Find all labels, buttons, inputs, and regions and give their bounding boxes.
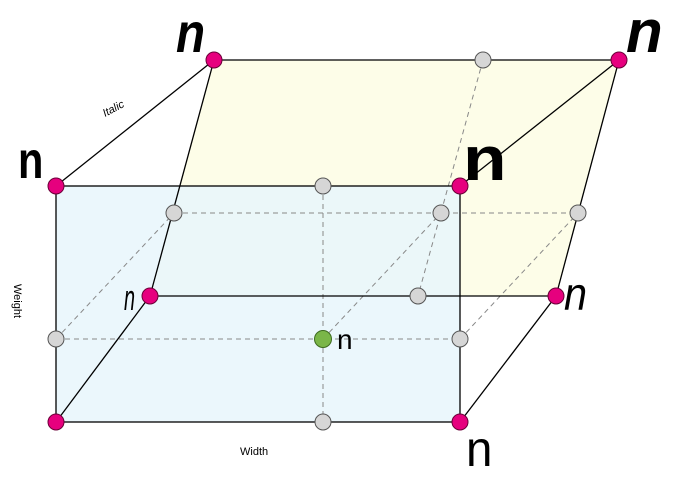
glyph-light-wide: n bbox=[466, 422, 492, 477]
glyph-light-condensed-italic: n bbox=[124, 279, 135, 319]
mid-point-front-left bbox=[47, 330, 65, 348]
cube-edges bbox=[55, 59, 620, 423]
glyph-bold-condensed-italic: n bbox=[176, 2, 205, 64]
corner-point-light-condensed bbox=[47, 413, 65, 431]
upright-face bbox=[56, 186, 460, 422]
center-point bbox=[314, 330, 332, 348]
glyph-bold-wide: n bbox=[463, 125, 507, 194]
corner-points bbox=[47, 51, 628, 431]
weight-axis-label: Weight bbox=[11, 284, 23, 318]
guide-lines bbox=[55, 59, 579, 422]
mid-point-back-bottom bbox=[409, 287, 427, 305]
glyph-light-wide-italic: n bbox=[564, 269, 587, 321]
glyph-center: n bbox=[337, 324, 353, 355]
width-axis-label: Width bbox=[240, 446, 268, 458]
mid-point-back-top bbox=[474, 51, 492, 69]
mid-point-back-upper-left bbox=[165, 204, 183, 222]
mid-point-front-top bbox=[314, 177, 332, 195]
corner-point-bold-condensed-italic bbox=[205, 51, 223, 69]
mid-point-front-bottom bbox=[314, 413, 332, 431]
corner-point-light-wide bbox=[451, 413, 469, 431]
mid-point-front-right bbox=[451, 330, 469, 348]
mid-point-back-upper-right bbox=[569, 204, 587, 222]
corner-point-bold-wide-italic bbox=[610, 51, 628, 69]
corner-point-light-condensed-italic bbox=[141, 287, 159, 305]
mid-points bbox=[47, 51, 587, 431]
glyph-bold-wide-italic: n bbox=[626, 0, 663, 65]
mid-point-inner-upper bbox=[432, 204, 450, 222]
italic-axis-label: Italic bbox=[101, 98, 127, 119]
corner-point-light-wide-italic bbox=[547, 287, 565, 305]
corner-point-bold-condensed bbox=[47, 177, 65, 195]
glyph-bold-condensed: n bbox=[18, 131, 43, 190]
corner-point-bold-wide bbox=[451, 177, 469, 195]
